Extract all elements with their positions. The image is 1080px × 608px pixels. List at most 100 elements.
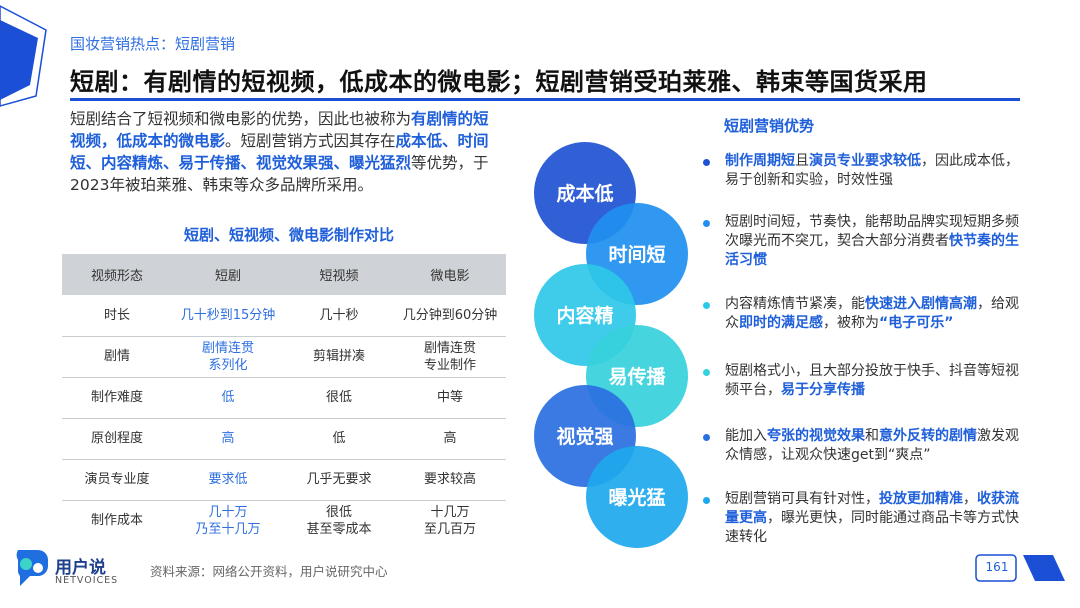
table-header-cell: 短视频	[284, 254, 394, 295]
intro-segment: 成本低、时间短、内容精炼、易于传播、视觉效果强、曝光猛烈	[70, 132, 489, 172]
logo-subtitle: NETVOICES	[55, 575, 119, 586]
benefit-segment: “电子可乐”	[879, 315, 954, 331]
title-underline	[70, 98, 1020, 101]
benefit-item: 能加入夸张的视觉效果和意外反转的剧情激发观众情感，让观众快速get到“爽点”	[725, 427, 1025, 465]
advantage-circle-label: 内容精	[556, 304, 613, 327]
logo-name: 用户说	[55, 558, 106, 578]
table-cell: 制作成本	[90, 513, 143, 529]
table-cell: 要求较高	[394, 459, 506, 501]
benefit-segment: ，	[963, 491, 977, 507]
intro-segment: 短剧结合了短视频和微电影的优势，因此也被称为	[70, 110, 412, 128]
advantage-circle-label: 时间短	[608, 243, 665, 266]
table-cell: 几乎无要求	[284, 459, 394, 501]
table-row: 制作成本 几十万乃至十几万 很低甚至零成本 十几万至几百万	[62, 500, 506, 541]
advantage-circle-label: 视觉强	[556, 425, 613, 448]
logo-icon	[16, 550, 48, 586]
benefit-segment: 短剧格式小，且大部分投放于快手、抖音等短视频平台，	[725, 363, 1019, 398]
table-cell: 很低	[284, 377, 394, 419]
table-cell: 很低甚至零成本	[306, 504, 372, 537]
table-cell: 高	[172, 418, 284, 460]
table-cell: 原创程度	[62, 418, 172, 460]
table-cell: 几十秒	[284, 295, 394, 337]
table-row: 演员专业度要求低几乎无要求要求较高	[62, 459, 506, 501]
table-cell: 几十万乃至十几万	[195, 504, 261, 537]
benefit-item: 短剧时间短，节奏快，能帮助品牌实现短期多频次曝光而不突兀，契合大部分消费者快节奏…	[725, 213, 1025, 270]
benefit-segment: ，被称为	[823, 315, 879, 331]
advantage-circle-label: 易传播	[608, 365, 666, 388]
intro-segment: 有剧情的短视频，低成本的微电影	[70, 110, 489, 150]
intro-paragraph: 短剧结合了短视频和微电影的优势，因此也被称为有剧情的短视频，低成本的微电影。短剧…	[70, 108, 500, 196]
table-cell: 几十秒到15分钟	[172, 295, 284, 337]
benefit-segment: 且	[795, 153, 809, 169]
table-cell: 演员专业度	[62, 459, 172, 501]
comparison-table: 视频形态短剧短视频微电影 时长几十秒到15分钟几十秒几分钟到60分钟剧情剧情连贯…	[62, 254, 506, 541]
benefit-segment: 能加入	[725, 428, 767, 444]
benefits-title: 短剧营销优势	[724, 117, 815, 135]
benefit-segment: 内容精炼情节紧凑，能	[725, 296, 865, 312]
benefit-segment: 易于分享传播	[781, 382, 865, 398]
table-header-cell: 短剧	[172, 254, 284, 295]
advantage-circle-label: 曝光猛	[608, 486, 665, 509]
table-cell: 低	[172, 377, 284, 419]
benefit-item: 短剧营销可具有针对性，投放更加精准，收获流量更高，曝光更快，同时能通过商品卡等方…	[725, 490, 1025, 547]
bullet-dot	[703, 159, 710, 166]
benefit-segment: 意外反转的剧情	[879, 428, 977, 444]
benefit-segment: 即时的满足感	[739, 315, 823, 331]
table-cell: 十几万至几百万	[423, 504, 476, 537]
table-cell: 剧情连贯系列化	[172, 336, 284, 378]
table-header-cell: 微电影	[394, 254, 506, 295]
benefit-segment: 投放更加精准	[879, 491, 963, 507]
table-body: 时长几十秒到15分钟几十秒几分钟到60分钟剧情剧情连贯系列化剪辑拼凑剧情连贯专业…	[62, 295, 506, 541]
page-number: 161	[985, 560, 1009, 574]
table-cell: 低	[284, 418, 394, 460]
benefit-segment: 夸张的视觉效果	[767, 428, 865, 444]
benefit-segment: 和	[865, 428, 879, 444]
bullet-dot	[703, 434, 710, 441]
benefit-segment: 短剧营销可具有针对性，	[725, 491, 879, 507]
bullet-dot	[703, 497, 710, 504]
table-row: 制作难度低很低中等	[62, 377, 506, 419]
benefit-segment: 激发观众情感，让观众快速get到“爽点”	[725, 428, 1019, 463]
table-cell: 高	[394, 418, 506, 460]
advantage-circle: 曝光猛	[586, 446, 688, 548]
benefit-segment: 收获流量更高	[725, 491, 1019, 526]
table-title: 短剧、短视频、微电影制作对比	[183, 226, 394, 244]
table-row: 剧情剧情连贯系列化剪辑拼凑剧情连贯专业制作	[62, 336, 506, 378]
page-badge	[975, 554, 1065, 582]
section-label: 国妆营销热点：短剧营销	[70, 35, 236, 53]
page-title: 短剧：有剧情的短视频，低成本的微电影；短剧营销受珀莱雅、韩束等国货采用	[70, 68, 928, 96]
benefit-segment: ，给观众	[725, 296, 1019, 331]
table-cell: 时长	[62, 295, 172, 337]
bullet-dot	[703, 369, 710, 376]
benefit-segment: ，因此成本低，易于创新和实验，时效性强	[725, 153, 1019, 188]
table-cell: 剧情连贯专业制作	[394, 336, 506, 378]
benefit-item: 内容精炼情节紧凑，能快速进入剧情高潮，给观众即时的满足感，被称为“电子可乐”	[725, 295, 1025, 333]
benefit-segment: 快速进入剧情高潮	[865, 296, 977, 312]
table-header-row: 视频形态短剧短视频微电影	[62, 254, 506, 295]
benefit-item: 短剧格式小，且大部分投放于快手、抖音等短视频平台，易于分享传播	[725, 362, 1025, 400]
benefit-segment: ，曝光更快，同时能通过商品卡等方式快速转化	[725, 510, 1019, 545]
source-note: 资料来源：网络公开资料，用户说研究中心	[150, 564, 388, 579]
benefit-segment: 制作周期短	[725, 153, 795, 169]
bullet-dot	[703, 220, 710, 227]
benefit-segment: 演员专业要求较低	[809, 153, 921, 169]
table-cell: 剪辑拼凑	[284, 336, 394, 378]
table-header-cell: 视频形态	[62, 254, 172, 295]
table-row: 时长几十秒到15分钟几十秒几分钟到60分钟	[62, 295, 506, 337]
intro-segment: 等优势，于2023年被珀莱雅、韩束等众多品牌所采用。	[70, 154, 489, 194]
advantage-circle-label: 成本低	[556, 182, 613, 205]
table-cell: 中等	[394, 377, 506, 419]
corner-decoration	[0, 5, 47, 107]
table-cell: 制作难度	[62, 377, 172, 419]
advantage-circle-shape	[586, 446, 688, 548]
intro-segment: 。短剧营销方式因其存在	[225, 132, 396, 150]
benefit-segment: 短剧时间短，节奏快，能帮助品牌实现短期多频次曝光而不突兀，契合大部分消费者	[725, 214, 1019, 249]
benefit-segment: 快节奏的生活习惯	[725, 233, 1019, 268]
table-cell: 几分钟到60分钟	[394, 295, 506, 337]
table-row: 原创程度高低高	[62, 418, 506, 460]
table-cell: 剧情	[62, 336, 172, 378]
table-cell: 要求低	[172, 459, 284, 501]
bullet-dot	[703, 302, 710, 309]
benefit-item: 制作周期短且演员专业要求较低，因此成本低，易于创新和实验，时效性强	[725, 152, 1025, 190]
